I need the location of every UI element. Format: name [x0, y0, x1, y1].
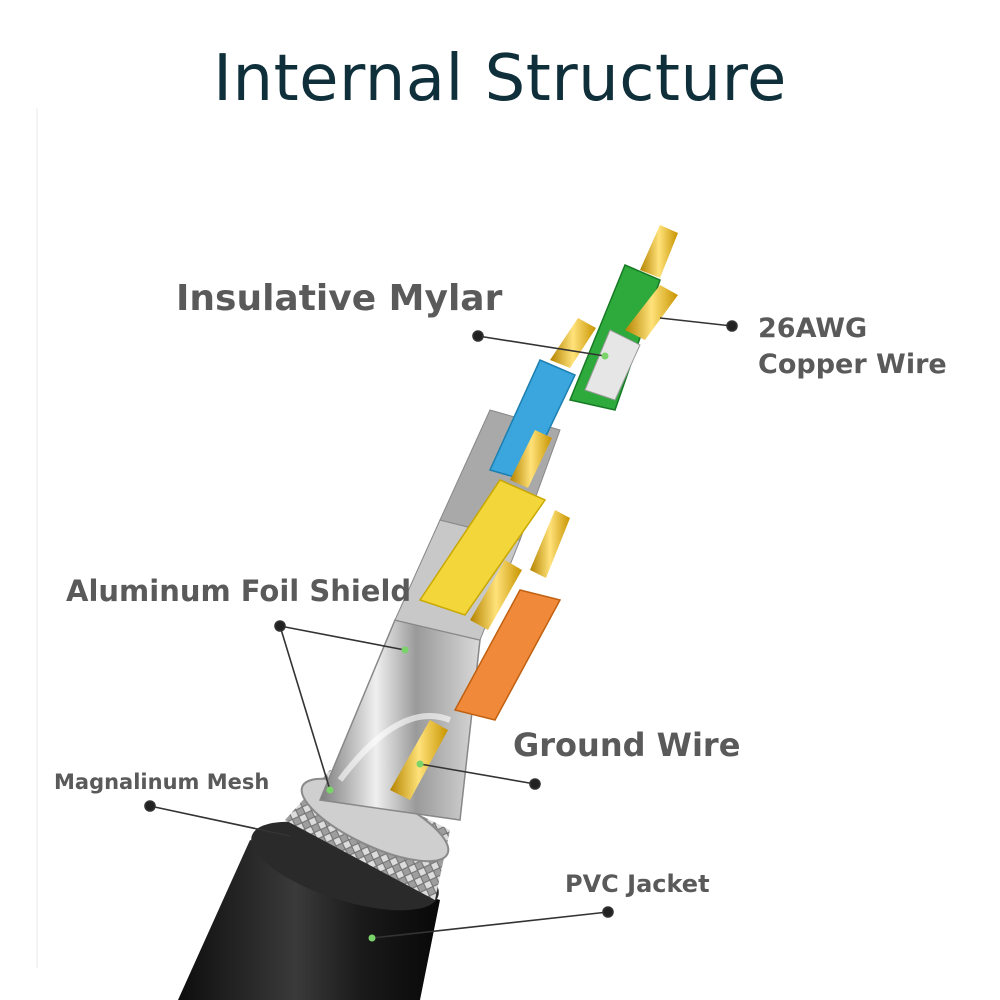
label-ground-wire: Ground Wire [513, 726, 741, 764]
label-pvc-jacket: PVC Jacket [565, 870, 710, 898]
leader-lines [144, 317, 738, 939]
green-marker-dots [326, 352, 609, 942]
pvc-jacket-shape [178, 821, 440, 1000]
label-magnalinum-mesh: Magnalinum Mesh [54, 770, 270, 794]
page-title: Internal Structure [213, 42, 787, 116]
label-copper-wire: 26AWG Copper Wire [758, 311, 947, 383]
label-insulative-mylar: Insulative Mylar [176, 278, 503, 319]
label-aluminum-foil-shield: Aluminum Foil Shield [66, 574, 412, 608]
orange-pair-shape [453, 589, 562, 721]
label-copper-wire-line1: 26AWG [758, 313, 868, 344]
white-pair-shape [584, 329, 641, 401]
yellow-pair-shape [418, 479, 547, 616]
copper-strands [390, 225, 678, 800]
left-edge-shadow [36, 108, 38, 968]
label-copper-wire-line2: Copper Wire [758, 349, 947, 380]
